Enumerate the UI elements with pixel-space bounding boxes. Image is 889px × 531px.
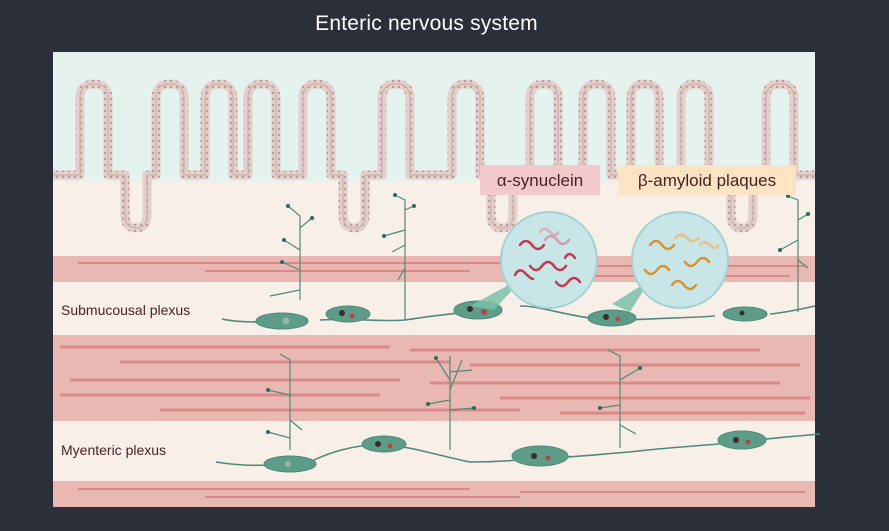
myenteric-plexus-label: Myenteric plexus: [61, 442, 166, 458]
beta-amyloid-callout: β-amyloid plaques: [618, 165, 796, 195]
lower-muscle-band: [53, 481, 815, 507]
submucosal-neuron-network: [221, 193, 816, 330]
alpha-synuclein-zoom: [470, 211, 598, 310]
myenteric-neuron-network: [215, 349, 821, 473]
diagram-title: Enteric nervous system: [315, 12, 538, 35]
submucosal-plexus-label: Submucousal plexus: [61, 302, 190, 318]
alpha-synuclein-label: α-synuclein: [497, 171, 583, 190]
circular-muscle-band: [53, 335, 815, 421]
beta-amyloid-label: β-amyloid plaques: [638, 171, 776, 190]
intestinal-villi: [53, 79, 815, 233]
beta-amyloid-zoom: [612, 211, 729, 312]
alpha-synuclein-callout: α-synuclein: [480, 165, 600, 195]
